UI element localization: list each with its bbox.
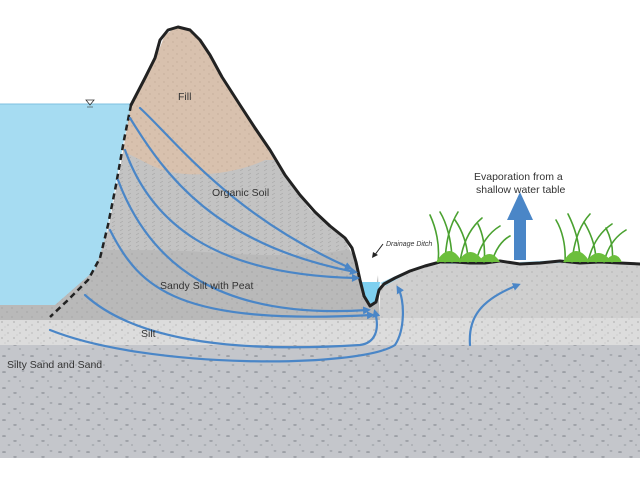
silty-sand-texture xyxy=(0,345,640,458)
water-table-icon xyxy=(85,99,95,106)
submerged-slope-dashed xyxy=(49,104,133,318)
flow-arrow-3 xyxy=(123,148,360,282)
flow-arrow-5 xyxy=(108,228,375,320)
levee-surface-outline xyxy=(129,25,640,308)
river-water xyxy=(0,104,132,317)
label-evaporation-line2: shallow water table xyxy=(476,184,565,196)
flow-arrow-8 xyxy=(468,283,521,347)
label-organic-soil: Organic Soil xyxy=(212,187,269,199)
label-fill: Fill xyxy=(178,91,191,103)
flow-arrow-2 xyxy=(128,116,358,275)
flow-arrow-1 xyxy=(138,106,353,270)
evaporation-arrow-icon xyxy=(507,192,533,260)
label-silty-sand: Silty Sand and Sand xyxy=(7,359,102,371)
label-sandy-silt-peat: Sandy Silt with Peat xyxy=(160,280,253,292)
silt-texture xyxy=(0,318,640,345)
grass-tuft-icon-right xyxy=(555,213,627,263)
flow-arrow-4 xyxy=(116,178,371,315)
label-silt: Silt xyxy=(141,328,156,340)
flow-arrow-7 xyxy=(48,285,404,363)
flow-arrow-6 xyxy=(83,293,381,349)
label-drainage-ditch: Drainage Ditch xyxy=(386,241,432,248)
seepage-flow-arrows xyxy=(48,106,521,363)
label-evaporation-line1: Evaporation from a xyxy=(474,171,563,183)
